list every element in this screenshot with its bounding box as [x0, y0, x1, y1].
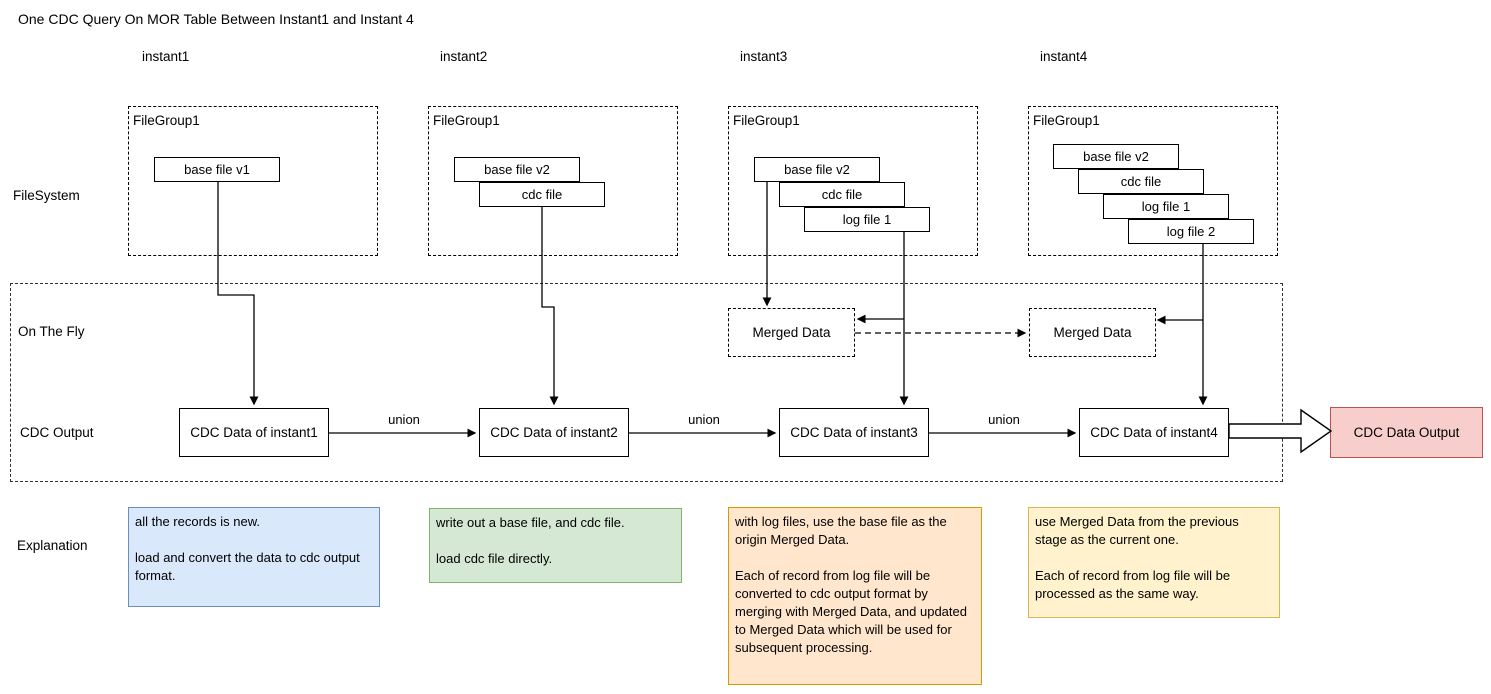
row-label-on-the-fly: On The Fly: [18, 324, 85, 339]
file-base-v1-i1: base file v1: [154, 157, 280, 182]
cdc-data-instant4: CDC Data of instant4: [1079, 408, 1229, 457]
file-cdc-i4: cdc file: [1078, 169, 1204, 194]
explanation-instant2: write out a base file, and cdc file. loa…: [429, 508, 682, 583]
row-label-filesystem: FileSystem: [13, 188, 80, 203]
explanation-paragraph: Each of record from log file will be con…: [735, 568, 967, 655]
instant3-label: instant3: [740, 49, 788, 64]
cdc-data-instant3: CDC Data of instant3: [779, 408, 929, 457]
merged-data-instant3: Merged Data: [728, 308, 855, 357]
file-log1-i4: log file 1: [1103, 194, 1229, 219]
explanation-paragraph: load and convert the data to cdc output …: [135, 550, 360, 583]
cdc-data-output-box: CDC Data Output: [1330, 407, 1483, 458]
explanation-paragraph: Each of record from log file will be pro…: [1035, 568, 1231, 601]
union-label-3: union: [988, 412, 1020, 427]
union-label-2: union: [688, 412, 720, 427]
explanation-paragraph: use Merged Data from the previous stage …: [1035, 514, 1239, 547]
cdc-data-instant1: CDC Data of instant1: [179, 408, 329, 457]
explanation-paragraph: all the records is new.: [135, 514, 261, 529]
row-label-explanation: Explanation: [17, 538, 88, 553]
explanation-paragraph: with log files, use the base file as the…: [735, 514, 947, 547]
instant2-label: instant2: [440, 49, 488, 64]
file-log2-i4: log file 2: [1128, 219, 1254, 244]
file-base-v2-i4: base file v2: [1053, 144, 1179, 169]
file-base-v2-i2: base file v2: [454, 157, 580, 182]
diagram-title: One CDC Query On MOR Table Between Insta…: [18, 11, 414, 27]
filegroup-instant4: FileGroup1: [1028, 106, 1278, 256]
file-cdc-i2: cdc file: [479, 182, 605, 207]
row-label-cdc-output: CDC Output: [20, 425, 94, 440]
filegroup1-label: FileGroup1: [133, 113, 200, 128]
instant1-label: instant1: [142, 49, 190, 64]
explanation-paragraph: load cdc file directly.: [436, 551, 553, 566]
explanation-instant4: use Merged Data from the previous stage …: [1028, 507, 1280, 618]
filegroup1-label: FileGroup1: [733, 113, 800, 128]
explanation-instant3: with log files, use the base file as the…: [728, 507, 982, 685]
explanation-instant1: all the records is new. load and convert…: [128, 507, 380, 607]
file-cdc-i3: cdc file: [779, 182, 905, 207]
file-log1-i3: log file 1: [804, 207, 930, 232]
explanation-paragraph: write out a base file, and cdc file.: [436, 515, 625, 530]
file-base-v2-i3: base file v2: [754, 157, 880, 182]
filegroup1-label: FileGroup1: [433, 113, 500, 128]
instant4-label: instant4: [1040, 49, 1088, 64]
filegroup1-label: FileGroup1: [1033, 113, 1100, 128]
union-label-1: union: [388, 412, 420, 427]
cdc-data-instant2: CDC Data of instant2: [479, 408, 629, 457]
filegroup-instant3: FileGroup1: [728, 106, 978, 256]
merged-data-instant4: Merged Data: [1029, 308, 1156, 357]
on-the-fly-region: [10, 283, 1283, 482]
